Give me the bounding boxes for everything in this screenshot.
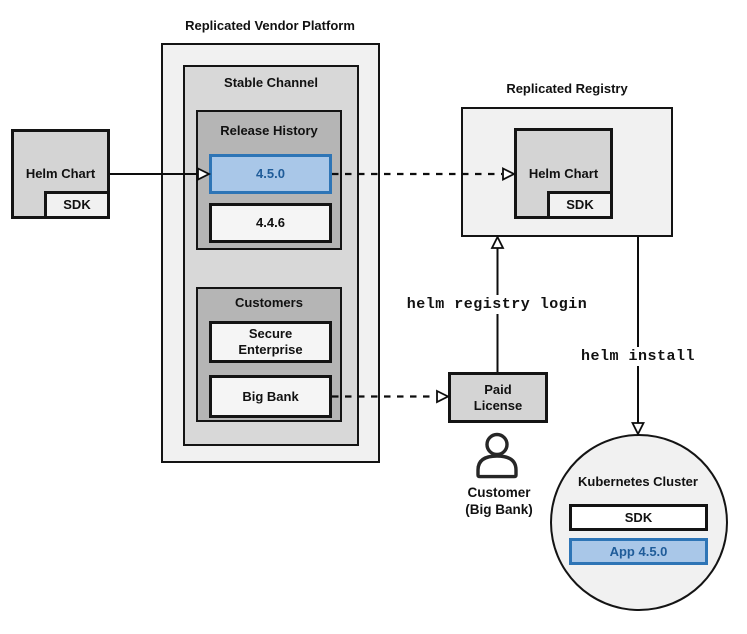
registry-title: Replicated Registry [506,81,628,96]
stable-channel-label: Stable Channel [224,75,318,90]
customer-secure-enterprise: Secure Enterprise [209,321,332,363]
cluster-app-box: App 4.5.0 [569,538,708,565]
release-history-label: Release History [220,123,318,138]
arrow-registry-to-cluster [631,237,645,437]
source-sdk-box: SDK [44,191,110,219]
registry-sdk-box: SDK [547,191,613,219]
customer-big-bank: Big Bank [209,375,332,418]
kubernetes-cluster-label: Kubernetes Cluster [578,474,698,489]
customers-label: Customers [235,295,303,310]
helm-registry-login-command: helm registry login [400,295,594,314]
paid-license-box: Paid License [448,372,548,423]
customer-caption: Customer (Big Bank) [465,485,533,517]
helm-install-command: helm install [574,347,702,366]
vendor-platform-title: Replicated Vendor Platform [185,18,355,33]
release-4-5-0: 4.5.0 [209,154,332,194]
release-4-4-6: 4.4.6 [209,203,332,243]
cluster-sdk-box: SDK [569,504,708,531]
customer-person-icon [468,424,528,487]
